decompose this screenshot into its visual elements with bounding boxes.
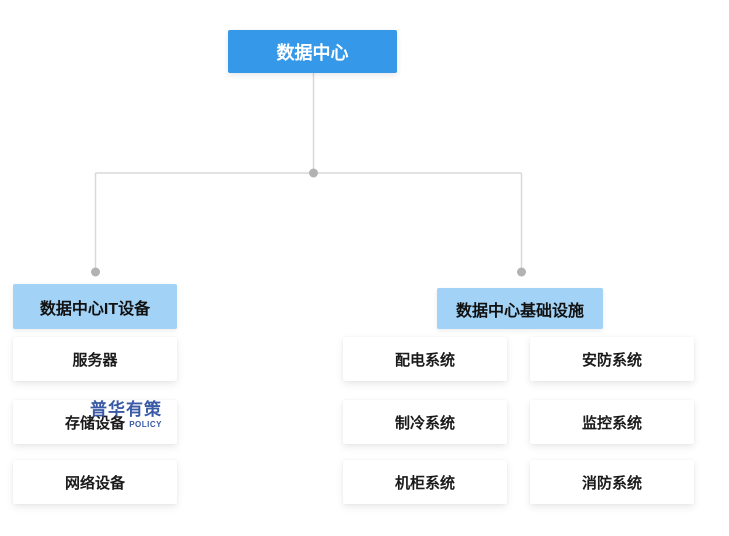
card-cooling-system: 制冷系统 [343, 400, 507, 444]
root-node-data-center: 数据中心 [228, 30, 397, 73]
left-branch-dot [91, 267, 100, 277]
card-storage-equipment: 存储设备 [13, 400, 177, 444]
junction-dot [309, 168, 318, 178]
card-security-system: 安防系统 [530, 337, 694, 381]
branch-header-it-equipment: 数据中心IT设备 [13, 284, 177, 329]
card-fire-protection-system: 消防系统 [530, 460, 694, 504]
branch-header-infrastructure: 数据中心基础设施 [437, 288, 603, 329]
card-power-distribution-system: 配电系统 [343, 337, 507, 381]
card-server: 服务器 [13, 337, 177, 381]
right-branch-dot [517, 267, 526, 277]
card-monitoring-system: 监控系统 [530, 400, 694, 444]
card-cabinet-system: 机柜系统 [343, 460, 507, 504]
card-network-equipment: 网络设备 [13, 460, 177, 504]
